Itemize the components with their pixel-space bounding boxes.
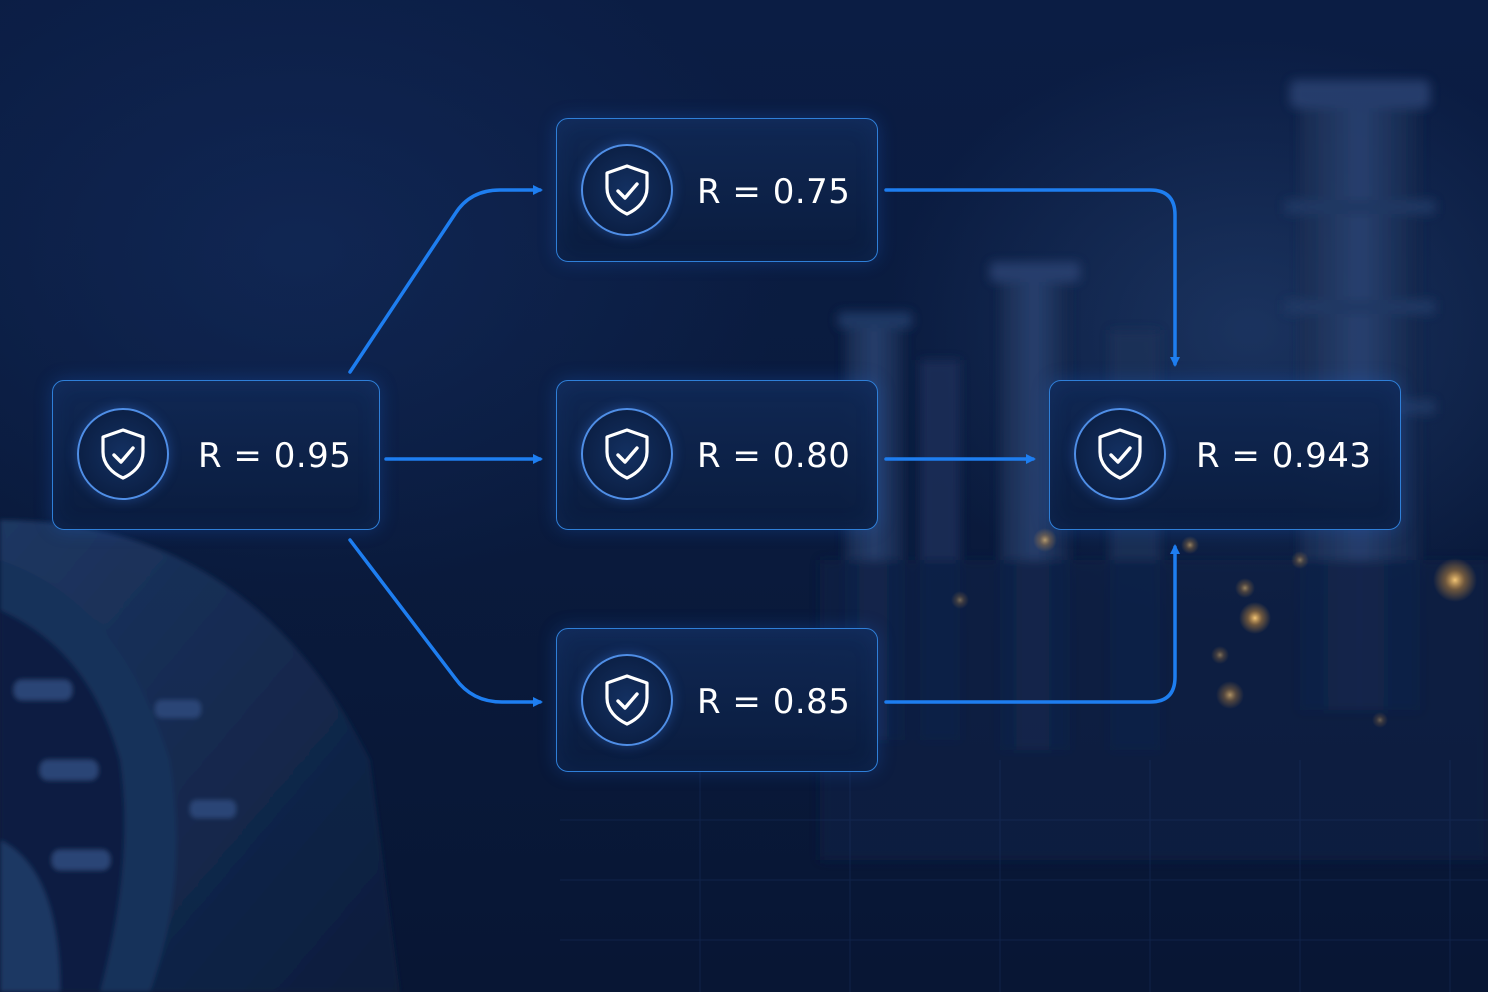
shield-check-icon bbox=[77, 408, 169, 500]
node-result: R = 0.943 bbox=[1049, 380, 1401, 530]
node-top-label: R = 0.75 bbox=[697, 172, 851, 212]
node-middle: R = 0.80 bbox=[556, 380, 878, 530]
node-top: R = 0.75 bbox=[556, 118, 878, 262]
node-bottom-label: R = 0.85 bbox=[697, 682, 851, 722]
node-source-label: R = 0.95 bbox=[198, 436, 352, 476]
node-middle-label: R = 0.80 bbox=[697, 436, 851, 476]
node-result-label: R = 0.943 bbox=[1196, 436, 1372, 476]
node-bottom: R = 0.85 bbox=[556, 628, 878, 772]
arrow-top-to-result bbox=[884, 188, 1180, 367]
shield-check-icon bbox=[1074, 408, 1166, 500]
shield-check-icon bbox=[581, 654, 673, 746]
arrow-source-to-top bbox=[348, 185, 543, 374]
shield-check-icon bbox=[581, 408, 673, 500]
arrow-bottom-to-result bbox=[884, 544, 1180, 704]
arrow-source-to-bottom bbox=[348, 538, 543, 707]
node-source: R = 0.95 bbox=[52, 380, 380, 530]
shield-check-icon bbox=[581, 144, 673, 236]
